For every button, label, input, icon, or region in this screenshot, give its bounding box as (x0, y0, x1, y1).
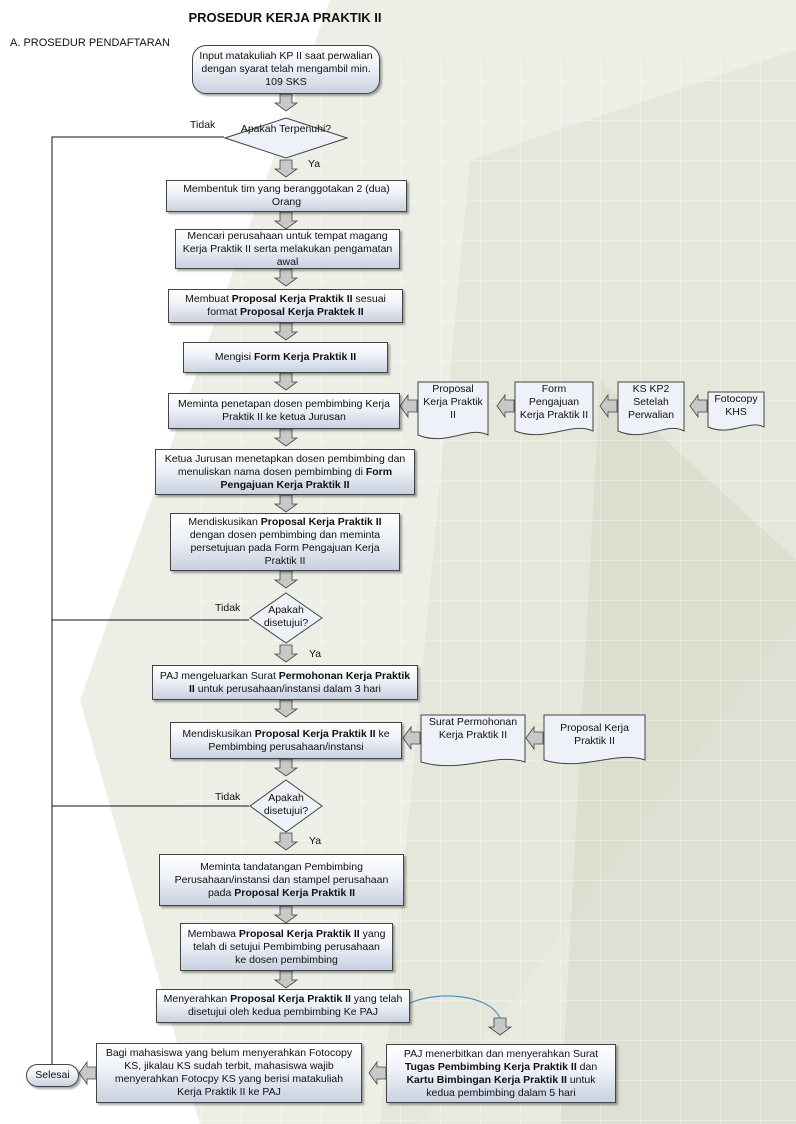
document-ks-kp2: KS KP2 Setelah Perwalian (617, 381, 685, 439)
label-ya-3: Ya (309, 835, 322, 847)
label-ya-2: Ya (309, 648, 322, 660)
arrow-down (274, 372, 298, 391)
label-tidak-3: Tidak (215, 791, 241, 803)
arrow-left (496, 394, 515, 418)
arrow-down (274, 428, 298, 447)
arrow-left (599, 394, 618, 418)
arrow-down (274, 268, 298, 287)
step-form-team: Membentuk tim yang beranggotakan 2 (dua)… (166, 180, 407, 212)
step-sign-stamp: Meminta tandatangan Pembimbing Perusahaa… (159, 854, 404, 906)
step-head-assign: Ketua Jurusan menetapkan dosen pembimbin… (155, 449, 415, 495)
step-discuss-advisor: Mendiskusikan Proposal Kerja Praktik II … (170, 513, 400, 571)
arrow-left (525, 726, 544, 750)
document-form-pengajuan: Form Pengajuan Kerja Praktik II (514, 381, 594, 439)
decision-terpenuhi: Apakah Terpenuhi? (224, 117, 348, 159)
page-title: PROSEDUR KERJA PRAKTIK II (188, 10, 382, 25)
step-submit-paj: Menyerahkan Proposal Kerja Praktik II ya… (156, 989, 410, 1023)
decision-disetujui-1: Apakah disetujui? (249, 592, 323, 644)
document-proposal-2: Proposal Kerja Praktik II (543, 714, 646, 768)
step-discuss-company: Mendiskusikan Proposal Kerja Praktik II … (170, 722, 402, 759)
start-step: Input matakuliah KP II saat perwalian de… (192, 45, 380, 94)
arrow-down (274, 159, 298, 178)
step-bring-proposal: Membawa Proposal Kerja Praktik II yang t… (180, 923, 393, 971)
step-fill-form: Mengisi Form Kerja Praktik II (183, 342, 388, 373)
arrow-down (488, 1017, 512, 1036)
document-proposal: Proposal Kerja Praktik II (417, 381, 489, 443)
document-surat-permohonan: Surat Permohonan Kerja Praktik II (420, 714, 526, 770)
arrow-left (402, 726, 421, 750)
arrow-down (274, 970, 298, 989)
arrow-down (274, 699, 298, 718)
label-ya-1: Ya (308, 158, 321, 170)
document-khs: Fotocopy KHS (707, 391, 765, 435)
arrow-left (689, 394, 708, 418)
arrow-down (274, 322, 298, 341)
step-paj-letter: PAJ mengeluarkan Surat Permohonan Kerja … (152, 665, 418, 700)
arrow-down (274, 494, 298, 513)
arrow-down (274, 211, 298, 230)
step-create-proposal: Membuat Proposal Kerja Praktik II sesuai… (168, 289, 403, 323)
label-tidak-2: Tidak (215, 602, 241, 614)
decision-disetujui-2: Apakah disetujui? (249, 779, 323, 833)
arrow-down (274, 570, 298, 589)
curve-connector (409, 995, 501, 1019)
arrow-down (274, 832, 298, 851)
arrow-down (274, 644, 298, 663)
arrow-down (274, 905, 298, 924)
step-find-company: Mencari perusahaan untuk tempat magang K… (175, 229, 400, 269)
arrow-left (399, 394, 418, 418)
arrow-down (274, 758, 298, 777)
step-paj-issue: PAJ menerbitkan dan menyerahkan Surat Tu… (386, 1044, 616, 1103)
end-terminator: Selesai (26, 1064, 79, 1087)
step-ks-note: Bagi mahasiswa yang belum menyerahkan Fo… (96, 1043, 362, 1103)
arrow-left (78, 1061, 97, 1085)
step-request-advisor: Meminta penetapan dosen pembimbing Kerja… (168, 393, 400, 429)
arrow-down (274, 93, 298, 112)
label-tidak-1: Tidak (190, 119, 216, 131)
arrow-left (368, 1061, 387, 1085)
section-heading: A. PROSEDUR PENDAFTARAN (10, 37, 170, 49)
